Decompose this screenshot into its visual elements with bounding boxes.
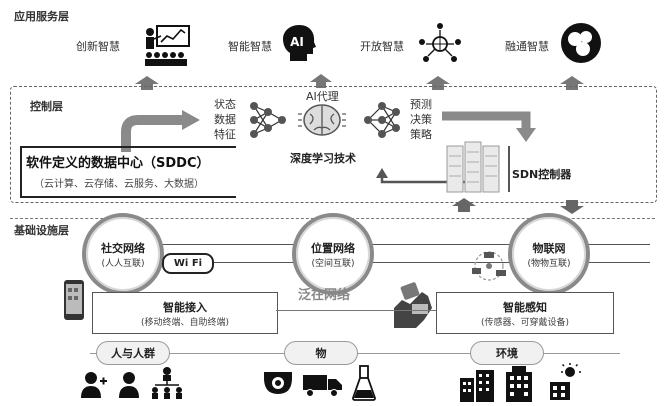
smart-access-box: 智能接入 (移动终端、自助终端)	[92, 292, 278, 334]
data-label: 数据	[214, 113, 236, 126]
ai-agent-label: AI代理	[306, 90, 339, 103]
svg-text:AI: AI	[290, 35, 304, 49]
wifi-logo: Wi Fi	[162, 253, 214, 274]
control-layer-box	[10, 86, 657, 203]
social-network-sub: (人人互联)	[101, 258, 145, 269]
connected-vehicles-icon	[472, 251, 506, 281]
people-pill: 人与人群	[96, 341, 170, 365]
curved-arrow-up-right	[121, 110, 200, 152]
camera-icon	[264, 372, 292, 394]
infrastructure-layer-title: 基础设施层	[14, 224, 69, 237]
access-sensing-connector	[276, 310, 436, 311]
sddc-box	[20, 146, 236, 198]
sdn-divider	[508, 146, 510, 192]
smart-sensing-title: 智能感知	[503, 300, 547, 314]
location-network-node: 位置网络 (空间互联)	[292, 213, 374, 295]
things-pill: 物	[284, 341, 358, 365]
server-rack-icon	[446, 141, 500, 193]
strategy-label: 策略	[410, 128, 432, 141]
service-label-intelligent: 智能智慧	[228, 40, 272, 53]
application-layer-title: 应用服务层	[14, 10, 69, 23]
deep-learning-label: 深度学习技术	[290, 152, 356, 165]
service-label-integration: 融通智慧	[505, 40, 549, 53]
decision-label: 决策	[410, 113, 432, 126]
wearable-hand-icon	[394, 282, 432, 328]
state-label: 状态	[214, 98, 236, 111]
merged-circles-icon	[561, 23, 601, 63]
neural-network-icon-2	[364, 102, 400, 138]
person-icon	[119, 372, 139, 398]
buildings-icon	[460, 370, 494, 402]
location-network-title: 位置网络	[311, 241, 355, 255]
iot-sub: (物物互联)	[527, 258, 571, 269]
org-chart-icon	[152, 367, 182, 399]
ai-head-icon: AI	[283, 25, 316, 61]
control-layer-title: 控制层	[30, 100, 63, 113]
social-network-title: 社交网络	[101, 241, 145, 255]
arrow-to-sdn	[442, 111, 536, 142]
pervasive-network-label: 泛在网络	[298, 288, 351, 303]
feature-label: 特征	[214, 128, 236, 141]
presentation-audience-icon	[145, 25, 190, 66]
sddc-subtitle: （云计算、云存储、云服务、大数据）	[34, 179, 204, 190]
smartphone-icon	[64, 280, 84, 320]
smart-sensing-sub: (传感器、可穿戴设备)	[480, 317, 570, 328]
smart-access-sub: (移动终端、自助终端)	[140, 317, 230, 328]
sddc-title: 软件定义的数据中心（SDDC）	[26, 156, 210, 171]
flask-icon	[352, 365, 376, 401]
neural-network-icon	[250, 102, 286, 138]
add-user-icon	[81, 372, 107, 398]
predict-label: 预测	[410, 98, 432, 111]
environment-pill: 环境	[470, 341, 544, 365]
service-label-open: 开放智慧	[360, 40, 404, 53]
service-label-innovation: 创新智慧	[76, 40, 120, 53]
brain-chip-icon	[298, 104, 346, 136]
building-icon	[506, 366, 532, 402]
smart-sensing-box: 智能感知 (传感器、可穿戴设备)	[436, 292, 614, 334]
smart-access-title: 智能接入	[163, 300, 207, 314]
social-network-node: 社交网络 (人人互联)	[82, 213, 164, 295]
sdn-controller-label: SDN控制器	[512, 168, 572, 181]
arrow-back-to-deep-learning	[376, 168, 468, 184]
sun-icon	[550, 363, 581, 400]
iot-node: 物联网 (物物互联)	[508, 213, 590, 295]
iot-title: 物联网	[532, 241, 566, 255]
location-network-sub: (空间互联)	[311, 258, 355, 269]
truck-icon	[303, 375, 342, 397]
network-people-icon	[419, 23, 461, 62]
